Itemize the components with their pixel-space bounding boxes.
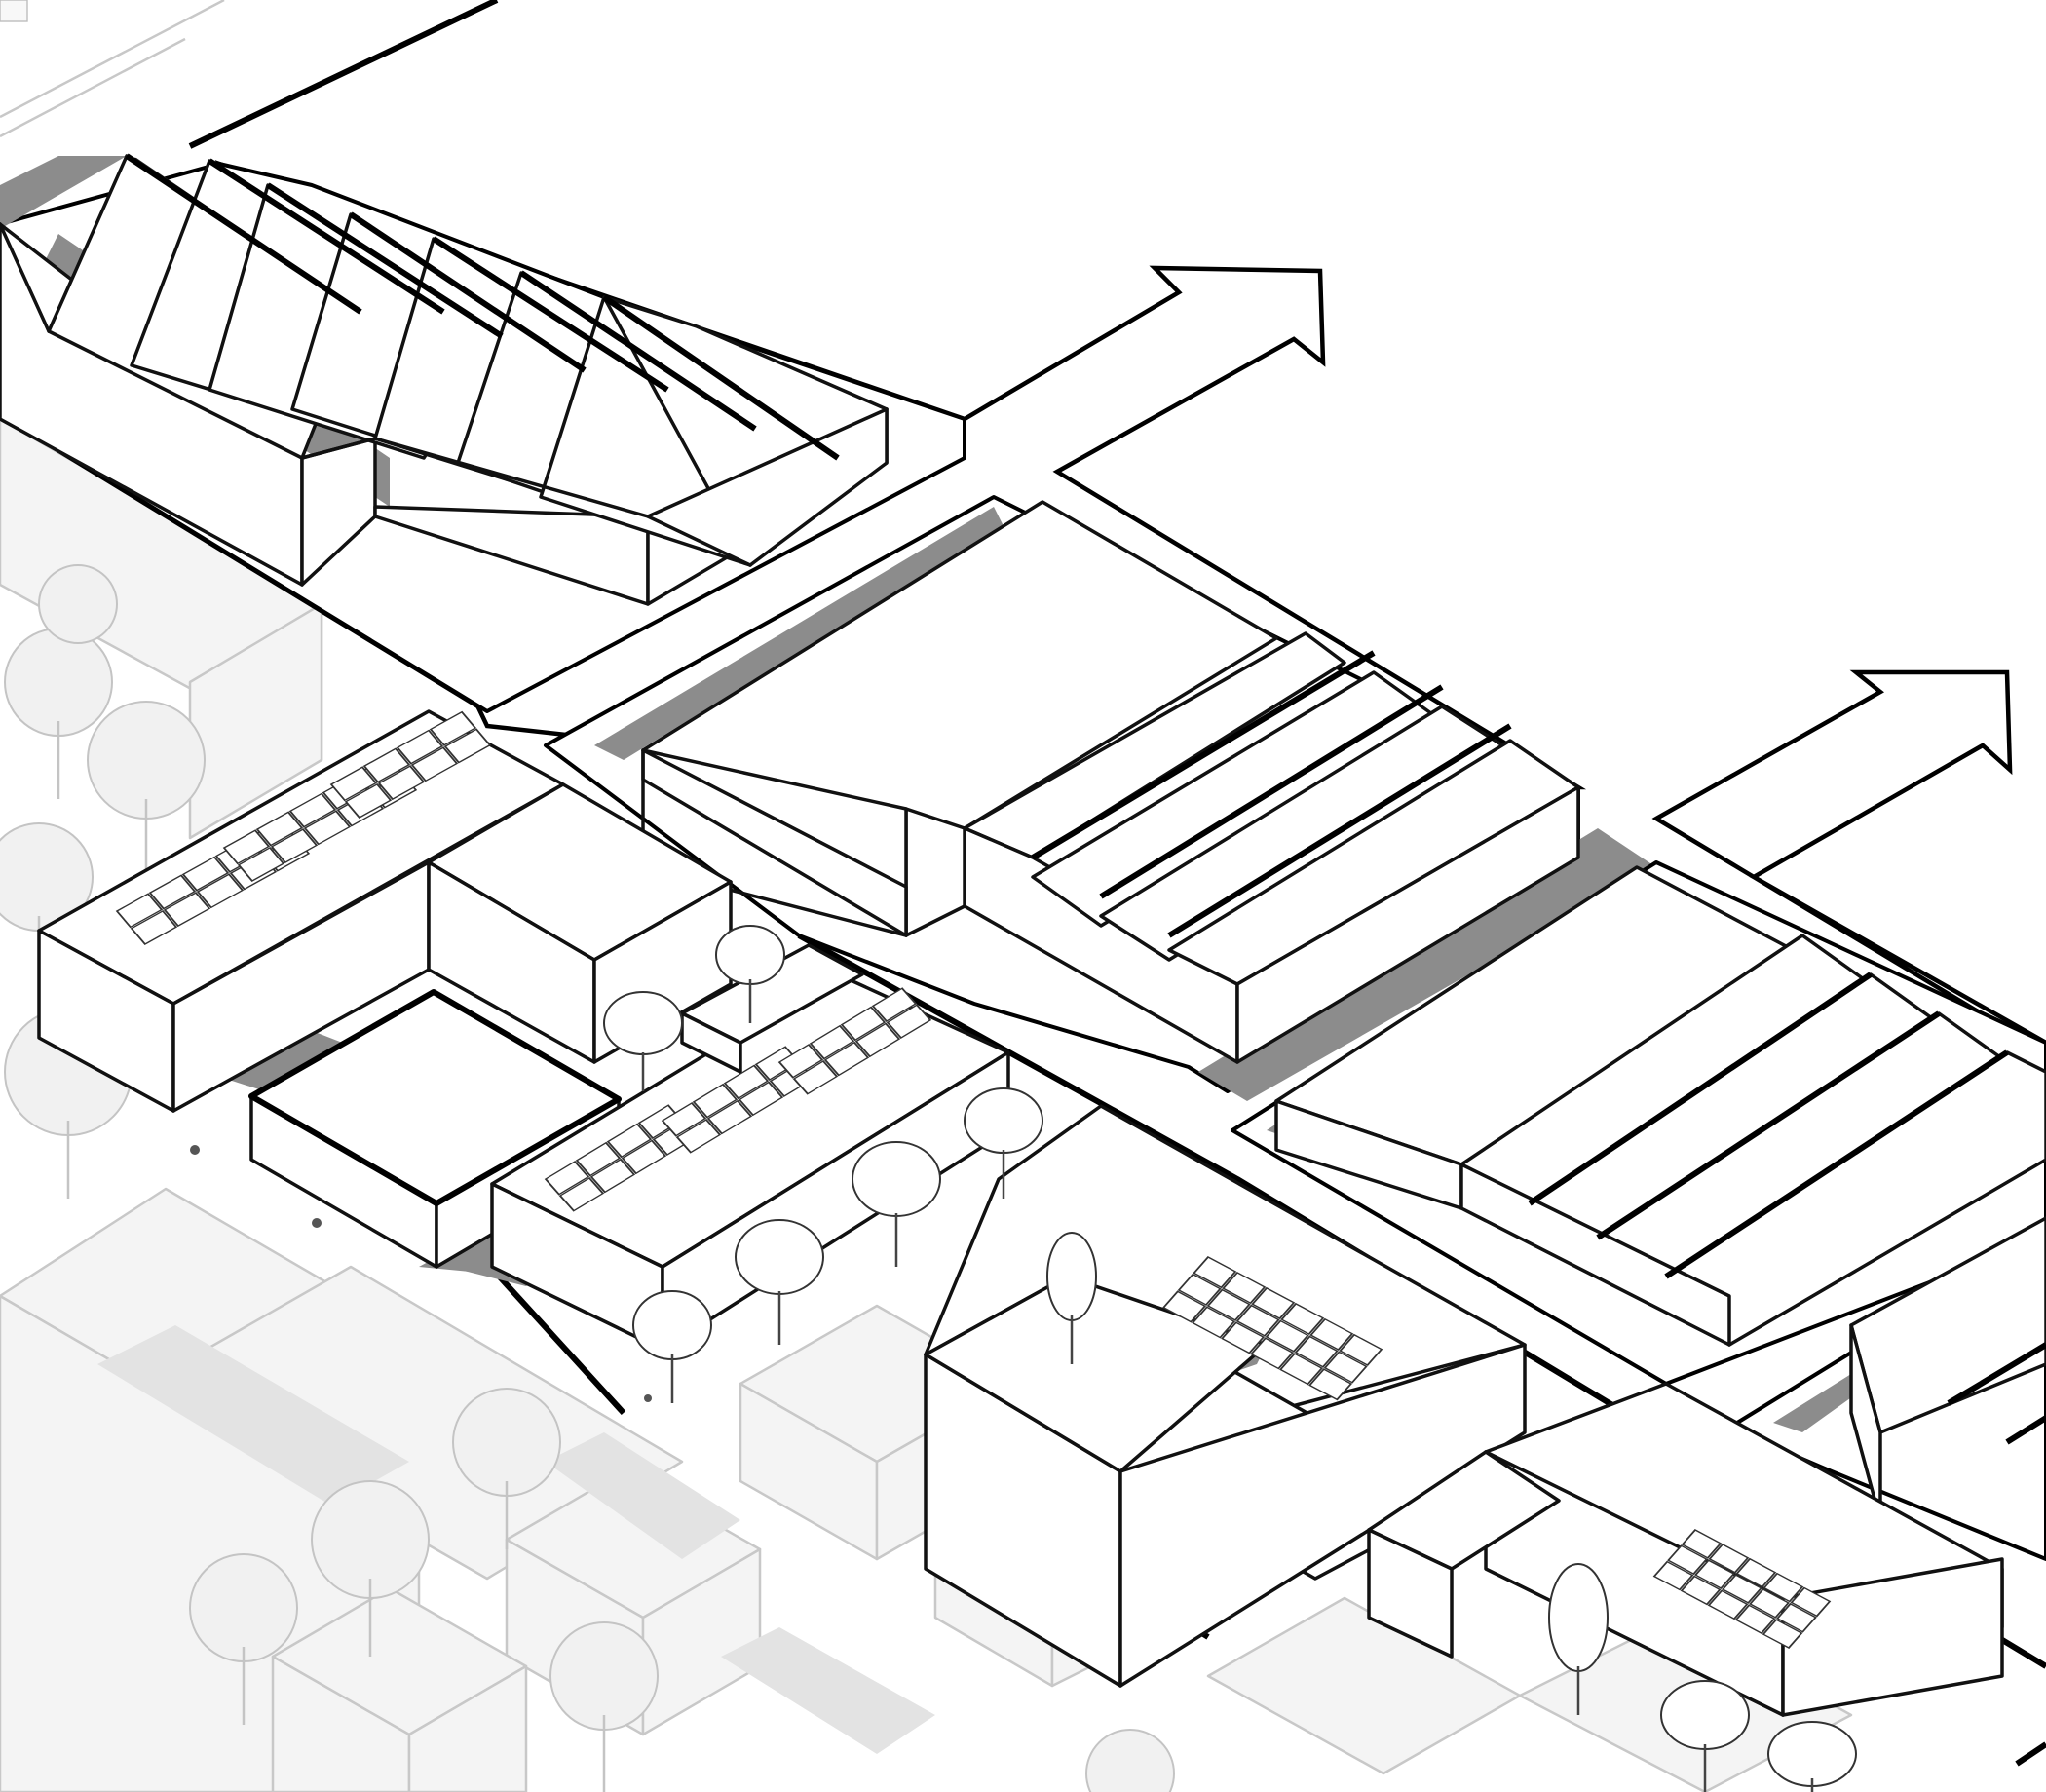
east-sawtooth-block [1267,865,2046,1347]
solar-array-south [1162,1256,1383,1401]
street-tree-10 [1767,1721,1857,1792]
street-tree-8 [1548,1563,1609,1715]
faint-solar-array-west [0,0,28,22]
central-sawtooth-block [594,500,1656,1101]
faint-tree-5 [311,1480,430,1657]
street-tree-7 [1046,1232,1097,1364]
solar-array-mid-2 [661,1046,815,1154]
south-solar-block [924,1104,1527,1688]
street-tree-4 [964,1087,1043,1199]
arrow-east [1651,669,2046,1055]
faint-tree-6 [452,1388,561,1549]
street-tree-9 [1660,1680,1750,1792]
solar-array-west-3 [329,710,492,819]
solar-array-mid-1 [544,1104,699,1212]
faint-trees [0,564,1175,1792]
faint-tree-10 [38,564,118,644]
far-east-sawtooth-block [1727,1216,2046,1561]
street-tree-1 [632,1290,712,1403]
faint-tree-9 [1085,1729,1175,1792]
street-tree-6 [715,925,785,1023]
faint-tree-1 [4,628,113,799]
solar-array-mid-3 [777,987,932,1095]
faint-tree-8 [549,1621,659,1792]
north-sawtooth-shed [0,153,889,606]
street-tree-3 [852,1141,941,1267]
street-trees [190,925,1857,1792]
faint-tree-2 [87,701,206,877]
street-tree-5 [603,991,683,1091]
faint-tree-7 [189,1553,298,1725]
street-tree-2 [735,1219,824,1345]
west-solar-block [37,709,733,1160]
solar-array-southeast [1652,1529,1832,1649]
southeast-solar-block [1367,1382,2004,1717]
